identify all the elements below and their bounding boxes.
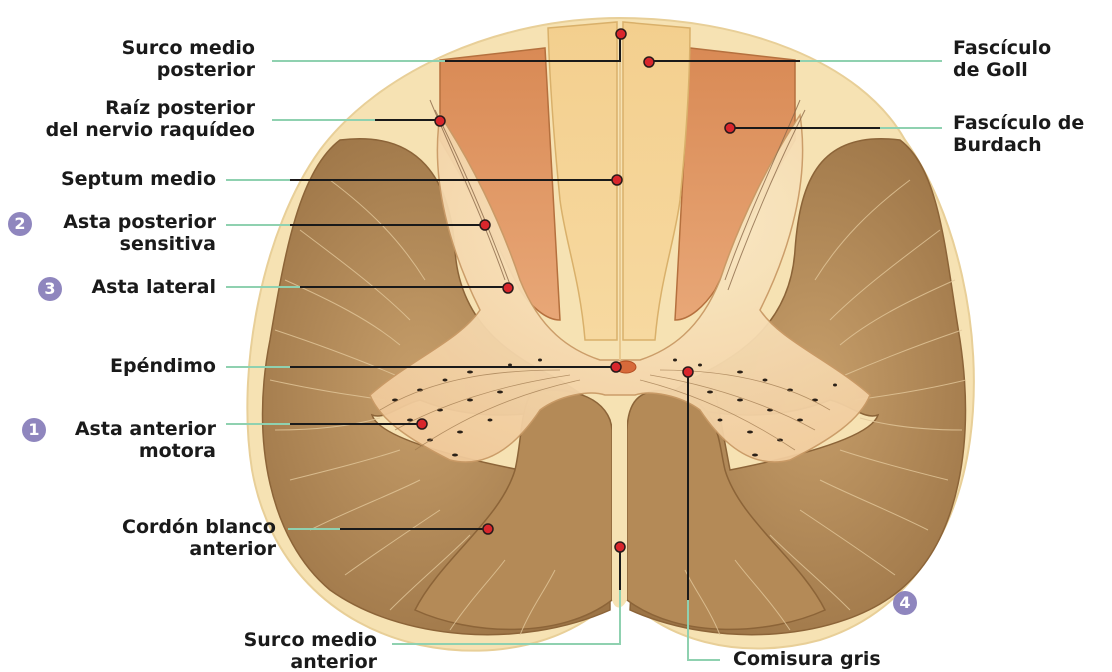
marker-septum-medio — [612, 175, 622, 185]
marker-fasciculo-goll — [644, 57, 654, 67]
label-cordon-blanco: Cordón blanco anterior — [122, 516, 276, 560]
label-asta-lateral: Asta lateral — [91, 276, 216, 298]
label-asta-posterior: Asta posterior sensitiva — [63, 211, 216, 255]
marker-asta-posterior — [480, 220, 490, 230]
marker-ependimo — [611, 362, 621, 372]
marker-surco-medio-posterior — [616, 29, 626, 39]
marker-cordon-blanco — [483, 524, 493, 534]
label-raiz-posterior: Raíz posterior del nervio raquídeo — [46, 97, 255, 141]
marker-fasciculo-burdach — [725, 123, 735, 133]
marker-asta-lateral — [503, 283, 513, 293]
label-fasciculo-burdach: Fascículo de Burdach — [953, 112, 1084, 156]
badge-asta-posterior: 2 — [8, 212, 32, 236]
label-asta-anterior: Asta anterior motora — [75, 418, 216, 462]
label-fasciculo-goll: Fascículo de Goll — [953, 37, 1051, 81]
label-surco-medio-anterior: Surco medio anterior — [244, 629, 377, 672]
label-surco-medio-posterior: Surco medio posterior — [122, 37, 255, 81]
marker-comisura-gris — [683, 367, 693, 377]
marker-surco-medio-anterior — [615, 542, 625, 552]
badge-asta-lateral: 3 — [38, 277, 62, 301]
label-comisura-gris: Comisura gris — [733, 648, 881, 670]
marker-asta-anterior — [417, 419, 427, 429]
label-septum-medio: Septum medio — [61, 168, 216, 190]
marker-raiz-posterior — [435, 116, 445, 126]
badge-comisura-gris: 4 — [893, 591, 917, 615]
badge-asta-anterior: 1 — [22, 418, 46, 442]
label-ependimo: Epéndimo — [110, 355, 216, 377]
